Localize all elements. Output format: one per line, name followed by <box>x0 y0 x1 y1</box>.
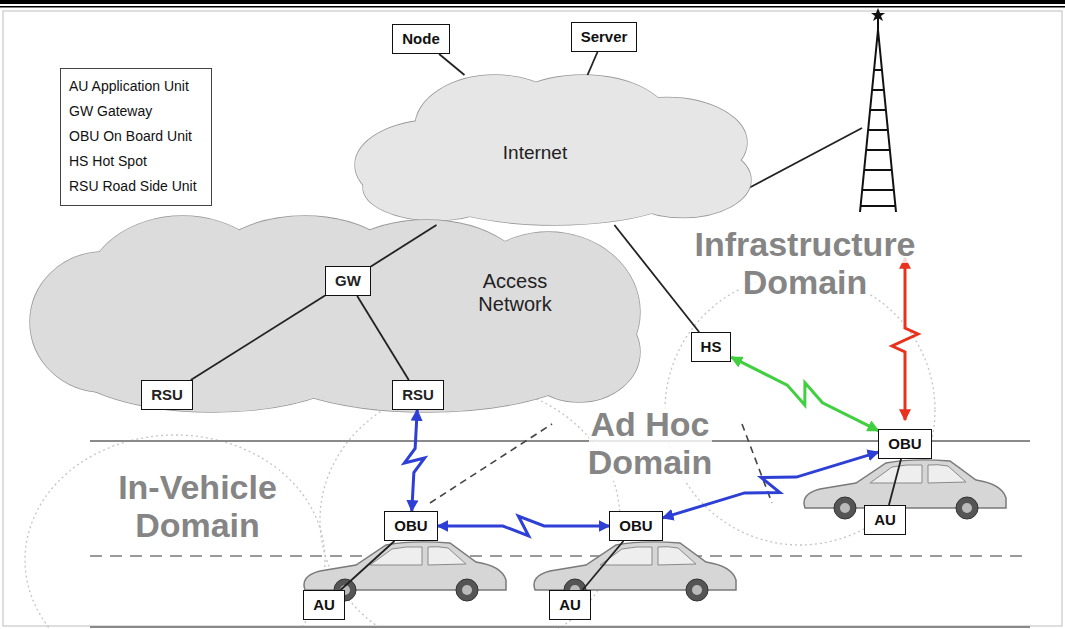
legend-entry: GW Gateway <box>69 99 197 124</box>
legend-entry: OBU On Board Unit <box>69 124 197 149</box>
node-label: AU <box>874 511 896 529</box>
wireless-link <box>731 357 878 430</box>
wireless-link <box>404 410 424 511</box>
road-lane <box>90 555 1030 557</box>
cell-tower <box>860 8 896 212</box>
cloud-fill <box>518 302 640 402</box>
node-label: Node <box>402 30 440 48</box>
au-box: AU <box>303 590 345 620</box>
domain-label: Ad Hoc Domain <box>560 405 740 481</box>
domain-label-text: In-Vehicle Domain <box>116 468 279 544</box>
cloud-outline <box>518 302 640 402</box>
road-edge <box>90 626 1030 628</box>
node-label: GW <box>335 272 361 290</box>
wired-link <box>341 541 395 590</box>
access-network-cloud: Access Network GW RSU RSU <box>30 212 640 412</box>
cloud-outline <box>363 155 507 221</box>
wired-link <box>439 54 464 75</box>
wireless-link <box>438 516 610 536</box>
node-label: Server <box>581 28 628 46</box>
wired-link <box>583 541 624 590</box>
tower-link <box>745 128 862 190</box>
node-box: Node <box>392 24 450 54</box>
obu-box: OBU <box>384 511 437 541</box>
node-label: RSU <box>402 386 434 404</box>
au-box: AU <box>549 590 591 620</box>
domain-label-text: Ad Hoc Domain <box>586 405 715 481</box>
top-rule <box>0 6 1065 8</box>
domain-label: In-Vehicle Domain <box>90 468 305 544</box>
gateway-box: GW <box>325 266 371 296</box>
au-box: AU <box>864 505 906 535</box>
node-label: Internet <box>503 142 567 164</box>
top-rule <box>0 0 1065 4</box>
server-box: Server <box>571 22 638 52</box>
obu-box: OBU <box>609 511 662 541</box>
domain-bracket <box>430 424 552 503</box>
node-label: OBU <box>888 435 921 453</box>
internet-cloud: Internet <box>355 75 755 225</box>
hotspot-box: HS <box>691 332 732 362</box>
cellular-link <box>892 258 918 420</box>
node-label: Access Network <box>455 270 575 316</box>
domain-label: Infrastructure Domain <box>655 225 955 301</box>
rsu-box: RSU <box>392 380 444 410</box>
frame <box>3 11 1062 626</box>
obu-box: OBU <box>878 429 931 459</box>
legend-entry: RSU Road Side Unit <box>69 174 197 199</box>
range-circle <box>25 435 325 629</box>
domain-label-text: Infrastructure Domain <box>692 225 917 301</box>
cloud-fill <box>363 155 507 221</box>
node-label: OBU <box>619 517 652 535</box>
node-label: AU <box>313 596 335 614</box>
rsu-box: RSU <box>141 380 193 410</box>
wired-link <box>889 459 901 505</box>
node-label: AU <box>559 596 581 614</box>
legend-entry: HS Hot Spot <box>69 149 197 174</box>
node-label: OBU <box>394 517 427 535</box>
wired-link <box>588 52 598 75</box>
legend-box: AU Application UnitGW GatewayOBU On Boar… <box>60 68 212 206</box>
node-label: RSU <box>151 386 183 404</box>
node-label: HS <box>701 338 722 356</box>
domain-bracket <box>742 424 772 503</box>
legend-entry: AU Application Unit <box>69 74 197 99</box>
